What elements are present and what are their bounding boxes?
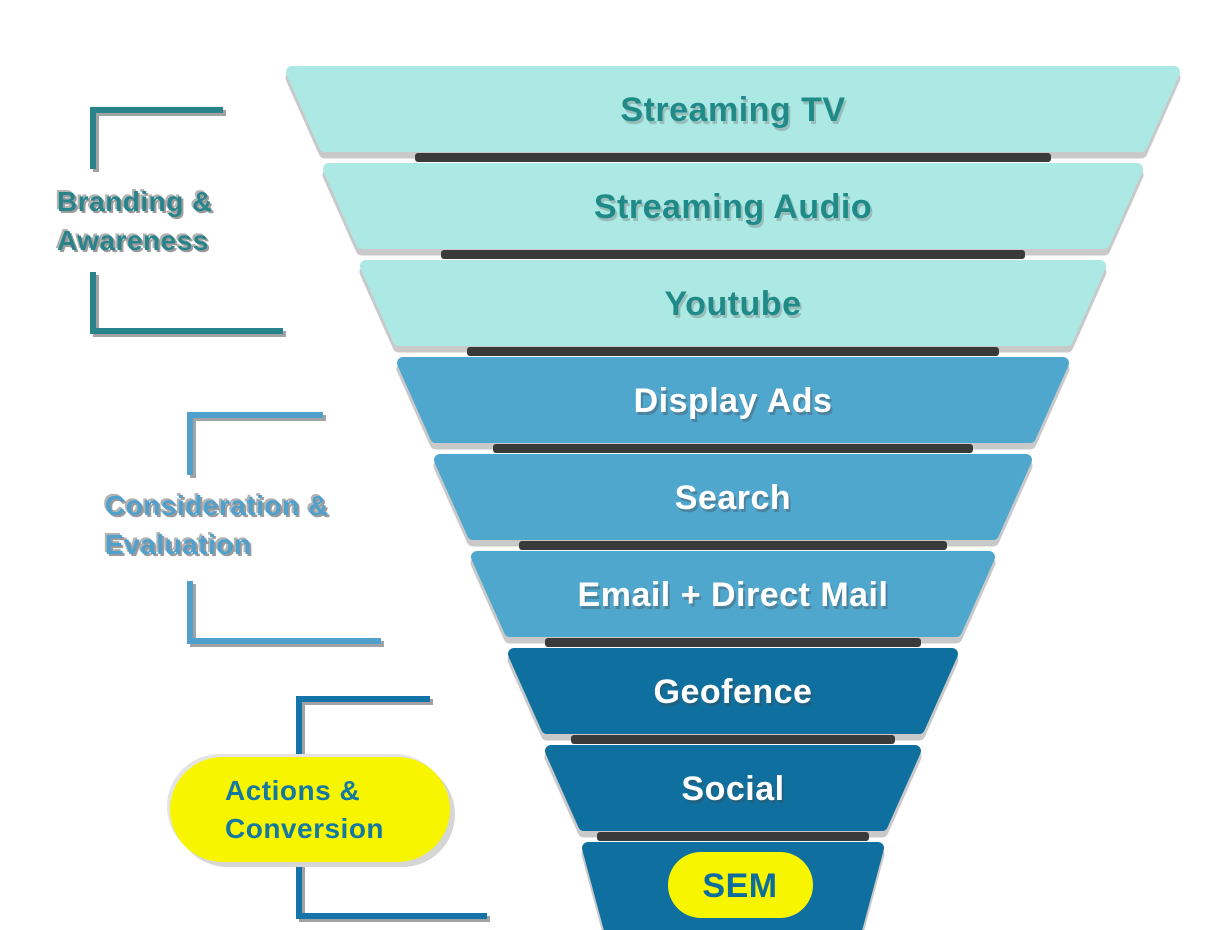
actions-conversion-pill: Actions & Conversion	[170, 757, 450, 862]
bracket-actions-conversion-bottom	[296, 913, 487, 919]
funnel-segment-youtube	[360, 260, 1106, 346]
bracket-branding-awareness-bottom	[90, 272, 283, 334]
branding-awareness-label-line1: Branding &	[57, 186, 213, 217]
funnel-segment-social	[545, 745, 921, 831]
sem-pill-background	[668, 852, 813, 918]
funnel-segment-streaming-audio	[323, 163, 1143, 249]
consideration-evaluation-label: Consideration & Evaluation	[105, 486, 329, 564]
bracket-consideration-evaluation-bottom	[187, 581, 381, 644]
funnel-segment-label: Streaming TV	[620, 91, 845, 129]
funnel-segment-label: Search	[675, 479, 791, 517]
funnel-segment-label: Email + Direct Mail	[578, 576, 889, 614]
actions-conversion-label-line1: Actions &	[225, 774, 361, 806]
funnel-segment-label: SEM	[702, 867, 777, 905]
funnel-segment-label: Social	[681, 770, 784, 808]
segment-separators	[415, 153, 1051, 841]
funnel-segment-streaming-tv	[286, 66, 1180, 152]
funnel-segment-geofence	[508, 648, 958, 734]
funnel-segment-display-ads	[397, 357, 1069, 443]
actions-conversion-label-line2: Conversion	[225, 812, 385, 844]
funnel-segment-search	[434, 454, 1032, 540]
funnel-segment-email-direct-mail	[471, 551, 995, 637]
branding-awareness-label-line2: Awareness	[57, 225, 209, 256]
funnel-segment-label: Streaming Audio	[594, 188, 872, 226]
consideration-evaluation-label-line2: Evaluation	[105, 529, 252, 560]
funnel-segment-label: Geofence	[654, 673, 813, 711]
consideration-evaluation-label-line1: Consideration &	[105, 490, 329, 521]
sem-pill: SEM	[668, 852, 813, 918]
bracket-branding-awareness-top	[90, 107, 223, 169]
bracket-consideration-evaluation-top	[187, 412, 323, 475]
branding-awareness-label: Branding & Awareness	[57, 182, 213, 260]
funnel-segment-label: Youtube	[665, 285, 802, 323]
funnel-segment-label: Display Ads	[634, 382, 833, 420]
